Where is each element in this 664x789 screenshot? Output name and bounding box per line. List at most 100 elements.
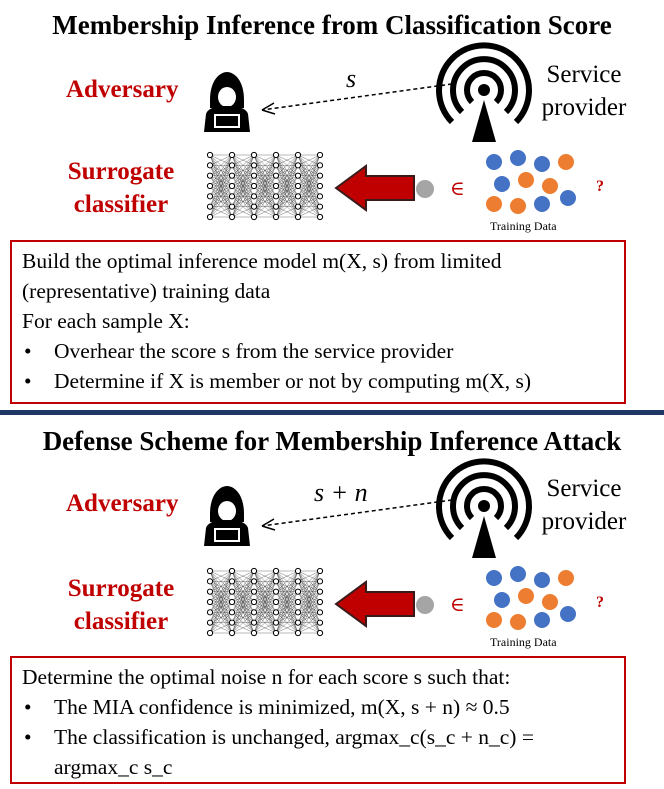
bottom-box-line-2: The MIA confidence is minimized, m(X, s … — [54, 695, 510, 719]
nn-node — [316, 193, 324, 200]
training-dot — [558, 154, 574, 170]
nn-node — [228, 609, 236, 616]
top-box-bullet-2: •Determine if X is member or not by comp… — [22, 366, 614, 396]
training-dot — [560, 606, 576, 622]
nn-node — [250, 567, 258, 575]
nn-node — [206, 578, 214, 585]
top-arrow-label: s — [346, 64, 357, 93]
nn-node — [250, 213, 258, 221]
training-dot — [486, 154, 502, 170]
training-dot — [486, 196, 502, 212]
training-dot — [518, 588, 534, 604]
training-dot — [534, 156, 550, 172]
nn-node — [206, 182, 214, 190]
wireless-signal-icon — [436, 458, 532, 558]
bottom-provider-label-2: provider — [541, 508, 627, 535]
nn-node — [250, 203, 258, 210]
nn-node — [316, 578, 324, 585]
nn-node — [294, 162, 302, 169]
top-provider-label-1: Service — [546, 61, 622, 88]
bottom-arrow-label: s + n — [314, 478, 368, 507]
nn-node — [272, 203, 280, 210]
top-box-line-4: Overhear the score s from the service pr… — [54, 339, 454, 363]
nn-node — [228, 578, 236, 585]
nn-node — [294, 629, 302, 637]
training-dot — [486, 612, 502, 628]
neural-network-icon — [206, 151, 324, 221]
bottom-box-bullet-1: •The MIA confidence is minimized, m(X, s… — [22, 692, 614, 722]
nn-node — [250, 629, 258, 637]
nn-node — [272, 588, 280, 595]
top-title: Membership Inference from Classification… — [52, 10, 612, 40]
top-adversary-label: Adversary — [66, 76, 179, 103]
nn-node — [316, 598, 324, 606]
nn-node — [228, 172, 236, 179]
training-dot — [534, 196, 550, 212]
training-data-dots — [486, 566, 576, 630]
nn-node — [294, 193, 302, 200]
bullet: • — [24, 725, 32, 749]
nn-node — [228, 162, 236, 169]
nn-node — [272, 182, 280, 190]
top-surrogate-label: Surrogate classifier — [46, 155, 196, 221]
nn-node — [294, 203, 302, 210]
section-divider — [0, 410, 664, 415]
training-dot — [510, 566, 526, 582]
top-provider-label: Service provider — [514, 58, 654, 124]
training-dot — [542, 594, 558, 610]
nn-node — [272, 162, 280, 169]
nn-node — [228, 151, 236, 159]
nn-node — [206, 172, 214, 179]
bottom-box-line-4-row: argmax_c s_c — [22, 752, 614, 782]
nn-node — [316, 213, 324, 221]
training-dot — [534, 572, 550, 588]
big-left-arrow-icon — [334, 580, 415, 628]
training-dot — [494, 592, 510, 608]
nn-node — [294, 151, 302, 159]
bottom-description-box: Determine the optimal noise n for each s… — [10, 656, 626, 784]
wireless-signal-icon — [436, 42, 532, 142]
bottom-surrogate-label: Surrogate classifier — [46, 572, 196, 638]
top-surrogate-label-2: classifier — [73, 191, 169, 218]
nn-node — [250, 172, 258, 179]
bottom-adversary-label: Adversary — [66, 490, 179, 517]
top-training-data-label: Training Data — [490, 219, 557, 233]
nn-node — [294, 588, 302, 595]
bottom-provider-label-1: Service — [546, 475, 622, 502]
bottom-box-line-3: The classification is unchanged, argmax_… — [54, 725, 534, 749]
nn-node — [206, 629, 214, 637]
nn-node — [272, 151, 280, 159]
nn-node — [294, 182, 302, 190]
nn-node — [294, 567, 302, 575]
nn-node — [206, 598, 214, 606]
nn-node — [272, 213, 280, 221]
nn-node — [228, 619, 236, 626]
nn-node — [272, 629, 280, 637]
sample-dot — [416, 596, 434, 614]
bullet: • — [24, 339, 32, 363]
training-data-dots — [486, 150, 576, 214]
bottom-question-mark: ? — [596, 594, 604, 611]
nn-node — [250, 162, 258, 169]
top-box-line-5: Determine if X is member or not by compu… — [54, 369, 532, 393]
nn-node — [250, 598, 258, 606]
nn-node — [228, 203, 236, 210]
nn-node — [316, 567, 324, 575]
nn-node — [294, 609, 302, 616]
bottom-provider-label: Service provider — [514, 472, 654, 538]
nn-node — [206, 162, 214, 169]
nn-node — [316, 162, 324, 169]
nn-node — [228, 213, 236, 221]
nn-node — [206, 213, 214, 221]
training-dot — [542, 178, 558, 194]
nn-node — [206, 609, 214, 616]
training-dot — [510, 198, 526, 214]
top-provider-label-2: provider — [541, 94, 627, 121]
bottom-member-symbol: ∈ — [450, 594, 465, 616]
nn-node — [272, 598, 280, 606]
nn-node — [294, 619, 302, 626]
top-description-box: Build the optimal inference model m(X, s… — [10, 240, 626, 404]
nn-node — [316, 151, 324, 159]
nn-node — [250, 151, 258, 159]
top-box-bullet-1: • Overhear the score s from the service p… — [22, 336, 614, 366]
